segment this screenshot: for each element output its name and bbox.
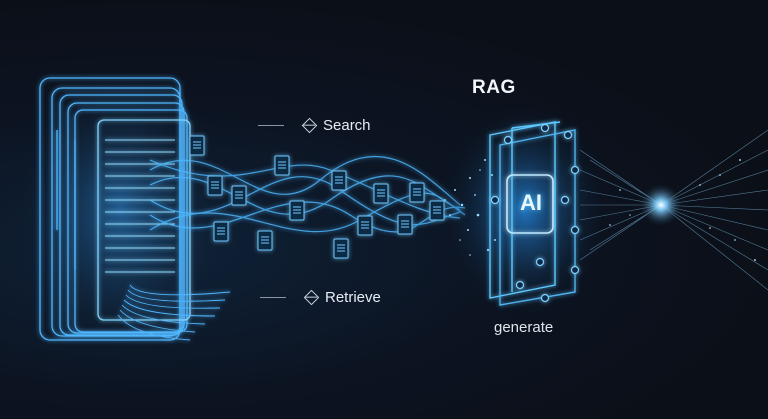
connector-line bbox=[258, 125, 284, 126]
rag-title: RAG bbox=[472, 77, 516, 98]
ai-chip-label: AI bbox=[520, 190, 542, 215]
particle-cloud bbox=[444, 159, 496, 256]
diamond-icon bbox=[303, 289, 320, 306]
data-stream bbox=[149, 155, 466, 233]
connector-line bbox=[260, 297, 286, 298]
focal-light bbox=[639, 183, 683, 227]
document-icons bbox=[189, 135, 445, 259]
diamond-icon bbox=[301, 117, 318, 134]
search-label: Search bbox=[258, 117, 371, 134]
search-text: Search bbox=[323, 117, 371, 134]
ai-chip-panel bbox=[489, 121, 580, 306]
generate-label: generate bbox=[494, 319, 554, 336]
retrieve-text: Retrieve bbox=[325, 289, 381, 306]
database-icon bbox=[39, 77, 231, 341]
retrieve-label: Retrieve bbox=[260, 289, 381, 306]
